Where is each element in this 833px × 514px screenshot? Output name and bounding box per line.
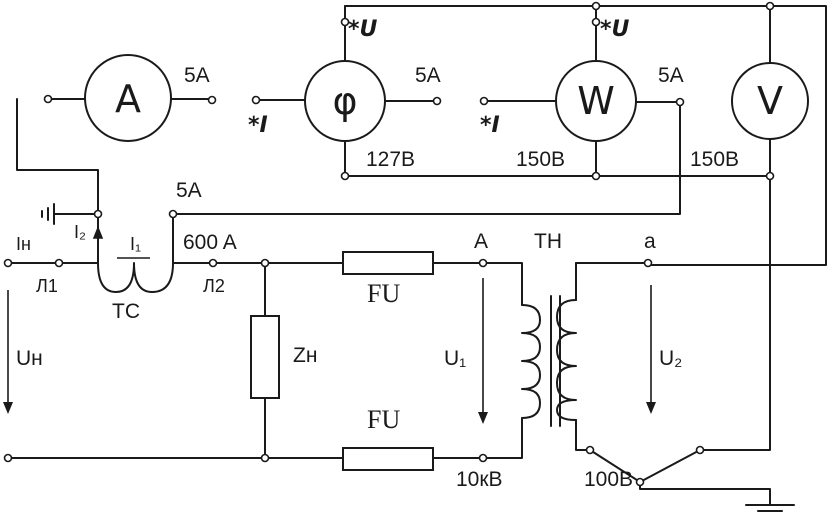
top-fuse-label: FU	[367, 279, 400, 308]
wattmeter: W	[555, 60, 637, 142]
current-transformer	[92, 225, 174, 293]
current-circuit-wiring	[16, 98, 681, 251]
phase-voltage-rating-label: 127В	[366, 148, 415, 171]
ct-secondary-current-label: 5A	[176, 179, 202, 202]
phase-voltage-terminal-label: *U	[348, 17, 378, 42]
load-voltage-label: Uн	[16, 347, 43, 370]
primary-current-label: Iн	[16, 234, 31, 254]
fuse-bottom	[342, 447, 434, 471]
terminal-l1-label: Л1	[36, 276, 58, 296]
vt-primary-voltage-label: U₁	[444, 347, 466, 370]
ct-name-label: TC	[112, 300, 140, 323]
ct-primary-current-label: 600 A	[183, 231, 237, 254]
vt-secondary-voltage-label: U₂	[659, 347, 682, 370]
wattmeter-current-terminal-label: *I	[480, 113, 500, 138]
phase-out-current-label: 5A	[415, 64, 441, 87]
phase-current-terminal-label: *I	[248, 113, 268, 138]
vt-primary-terminal-label: A	[474, 230, 488, 253]
bottom-fuse-label: FU	[367, 405, 400, 434]
ammeter-out-current-label: 5A	[184, 64, 210, 87]
voltmeter: V	[731, 62, 809, 140]
wattmeter-voltage-terminal-label: *U	[600, 17, 630, 42]
vt-secondary-terminal-label: a	[644, 230, 656, 253]
primary-winding-label: I₁	[130, 234, 141, 254]
secondary-current-label: I₂	[74, 222, 86, 242]
terminals	[3, 1, 775, 487]
phase-meter-symbol: φ	[332, 79, 357, 123]
ground-icon	[41, 203, 55, 225]
voltmeter-symbol: V	[757, 79, 783, 123]
main-line-wiring	[7, 262, 795, 512]
ammeter: A	[84, 54, 172, 142]
load-impedance-label: Zн	[293, 344, 317, 367]
vt-secondary-rating-label: 100В	[584, 468, 633, 491]
voltage-transformer	[521, 295, 577, 427]
terminal-l2-label: Л2	[203, 276, 225, 296]
vt-primary-rating-label: 10кВ	[456, 468, 503, 491]
load-impedance	[250, 315, 280, 399]
voltmeter-voltage-rating-label: 150В	[690, 148, 739, 171]
wattmeter-out-current-label: 5A	[658, 64, 684, 87]
fuse-top	[342, 251, 434, 275]
voltage-arrows	[3, 278, 656, 424]
vt-name-label: TH	[534, 230, 562, 253]
wattmeter-symbol: W	[577, 79, 615, 123]
phase-meter: φ	[304, 60, 386, 142]
ammeter-symbol: A	[115, 77, 141, 121]
wattmeter-voltage-rating-label: 150В	[516, 148, 565, 171]
